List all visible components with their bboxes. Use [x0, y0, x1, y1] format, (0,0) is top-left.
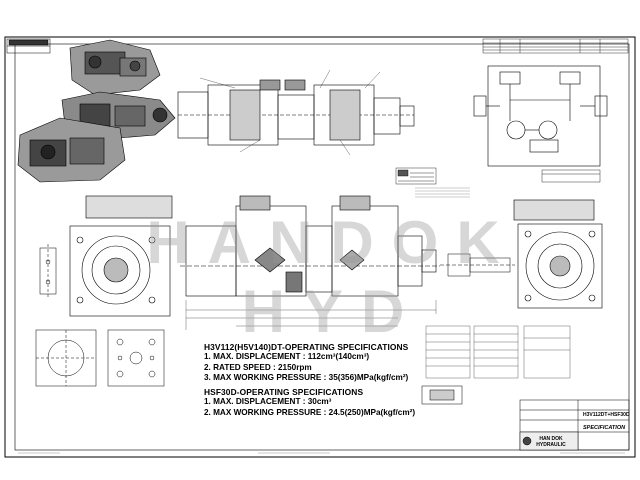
spec-title: H3V112(H5V140)DT-OPERATING SPECIFICATION… [204, 342, 409, 352]
spec-line: 2. MAX WORKING PRESSURE : 24.5(250)MPa(k… [204, 407, 416, 417]
spec-line: 1. MAX. DISPLACEMENT : 30cm³ [204, 397, 332, 407]
front-view-left [69, 195, 173, 317]
callout-lines-top [199, 69, 381, 156]
top-view-assembly [177, 79, 415, 146]
inner-border [14, 43, 630, 451]
nameplate [395, 167, 437, 185]
iso-view-pump-lower [17, 117, 126, 183]
front-view-right [513, 199, 603, 309]
title-block-drawing-type: SPECIFICATION [583, 425, 626, 431]
shaft-detail [440, 253, 515, 277]
iso-view-pump-top [69, 39, 161, 96]
title-block-company: HAN DOK HYDRAULIC [536, 436, 566, 448]
spline-data-tables [425, 325, 571, 379]
hsf30d-specifications: HSF30D-OPERATING SPECIFICATIONS 1. MAX. … [204, 387, 444, 418]
flange-mounting-face-suction [35, 329, 97, 387]
spec-line: 2. RATED SPEED : 2150rpm [204, 362, 312, 372]
side-flange-detail-left [39, 244, 57, 298]
notes-text-block [415, 187, 470, 198]
spec-line: 1. MAX. DISPLACEMENT : 112cm³(140cm³) [204, 352, 370, 362]
revision-table-top-right [482, 38, 629, 54]
h3v112-specifications: H3V112(H5V140)DT-OPERATING SPECIFICATION… [204, 342, 444, 384]
flange-mounting-face-delivery [107, 329, 165, 387]
title-block [519, 399, 630, 451]
dimension-lines-main [185, 300, 437, 330]
title-block-part-number: H3V112DT+HSF30D [583, 412, 630, 418]
port-detail-bottom [421, 385, 463, 405]
spec-title: HSF30D-OPERATING SPECIFICATIONS [204, 387, 364, 397]
hydraulic-circuit-schematic [473, 65, 608, 167]
side-view-main [180, 195, 440, 297]
outer-border [4, 36, 636, 458]
spec-line: 3. MAX WORKING PRESSURE : 35(356)MPa(kgf… [204, 373, 409, 383]
schematic-note-box [541, 169, 601, 183]
revision-box-top-left [6, 38, 51, 54]
